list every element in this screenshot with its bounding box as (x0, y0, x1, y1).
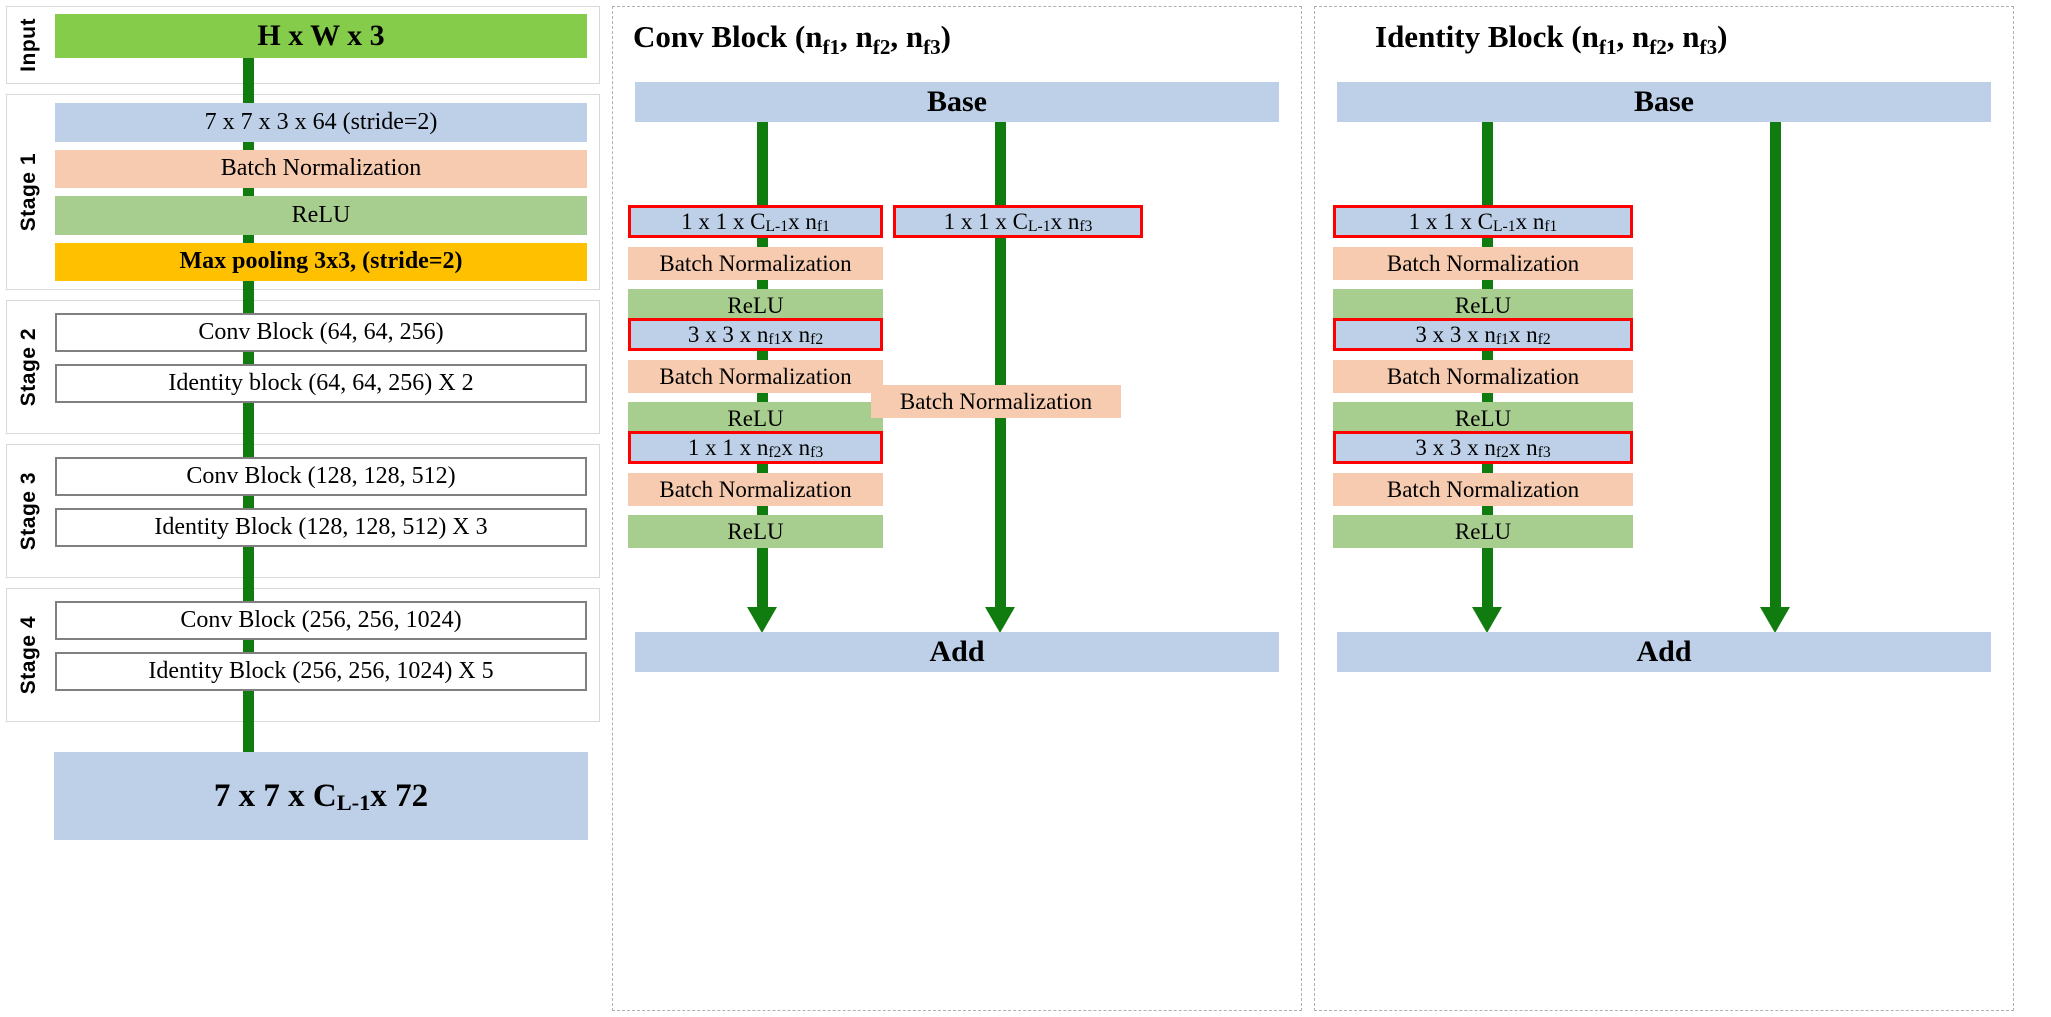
conv-shortcut-branch-arrow-icon (985, 607, 1015, 633)
conv-main-layer-6-relu[interactable]: ReLU (628, 402, 883, 435)
stage-label-stage-4: Stage 4 (17, 615, 40, 695)
layer-relu[interactable]: ReLU (55, 196, 587, 235)
conv-shortcut-layer-2-batchnorm[interactable]: Batch Normalization (871, 385, 1121, 418)
stage-body-stage-4: Conv Block (256, 256, 1024) Identity Blo… (51, 589, 599, 721)
backbone-column: Input H x W x 3 Stage 1 7 x 7 x 3 x 64 (… (0, 0, 600, 840)
stage-group-stage-4: Stage 4 Conv Block (256, 256, 1024) Iden… (6, 588, 600, 722)
layer-conv7x7[interactable]: 7 x 7 x 3 x 64 (stride=2) (55, 103, 587, 142)
stage-body-input: H x W x 3 (51, 7, 599, 83)
identity-main-branch-line-bottom (1482, 537, 1493, 617)
stage2-identity-block[interactable]: Identity block (64, 64, 256) X 2 (55, 364, 587, 403)
stage-label-stage-3: Stage 3 (17, 471, 40, 551)
stage4-conv-block[interactable]: Conv Block (256, 256, 1024) (55, 601, 587, 640)
input-block[interactable]: H x W x 3 (55, 14, 587, 58)
identity-block-title: Identity Block (nf1, nf2, nf3) (1375, 19, 1728, 59)
stage-label-input: Input (17, 18, 40, 72)
conv-main-layer-3-relu[interactable]: ReLU (628, 289, 883, 322)
flow-spine-stage1 (243, 96, 254, 292)
identity-main-branch-arrow-icon (1472, 607, 1502, 633)
conv-main-branch-line-bottom (757, 537, 768, 617)
identity-shortcut-branch-arrow-icon (1760, 607, 1790, 633)
conv-main-branch-arrow-icon (747, 607, 777, 633)
conv-main-layer-8-batchnorm[interactable]: Batch Normalization (628, 473, 883, 506)
layer-max-pooling[interactable]: Max pooling 3x3, (stride=2) (55, 242, 587, 281)
conv-block-panel: Conv Block (nf1, nf2, nf3) Base 1 x 1 x … (612, 6, 1302, 1011)
conv-main-layer-9-relu[interactable]: ReLU (628, 515, 883, 548)
identity-main-branch-line-top (1482, 95, 1493, 220)
stage-group-stage-3: Stage 3 Conv Block (128, 128, 512) Ident… (6, 444, 600, 578)
stage3-identity-block[interactable]: Identity Block (128, 128, 512) X 3 (55, 508, 587, 547)
output-prefix: 7 x 7 x C (213, 777, 337, 814)
output-suffix: x 72 (370, 777, 429, 814)
conv-main-layer-5-batchnorm[interactable]: Batch Normalization (628, 360, 883, 393)
conv-main-layer-2-batchnorm[interactable]: Batch Normalization (628, 247, 883, 280)
stage-label-stage-1: Stage 1 (17, 152, 40, 232)
identity-add-bar[interactable]: Add (1337, 632, 1991, 672)
identity-main-layer-8-batchnorm[interactable]: Batch Normalization (1333, 473, 1633, 506)
flow-spine-stage4 (243, 636, 254, 778)
conv-shortcut-branch-line-mid (995, 220, 1006, 400)
stage-group-stage-1: Stage 1 7 x 7 x 3 x 64 (stride=2) Batch … (6, 94, 600, 290)
flow-spine-stage3 (243, 476, 254, 618)
identity-base-bar[interactable]: Base (1337, 82, 1991, 122)
identity-main-layer-9-relu[interactable]: ReLU (1333, 515, 1633, 548)
identity-main-layer-6-relu[interactable]: ReLU (1333, 402, 1633, 435)
identity-main-layer-2-batchnorm[interactable]: Batch Normalization (1333, 247, 1633, 280)
stage-body-stage-3: Conv Block (128, 128, 512) Identity Bloc… (51, 445, 599, 577)
output-subscript: L-1 (336, 790, 371, 816)
stage-body-stage-2: Conv Block (64, 64, 256) Identity block … (51, 301, 599, 433)
identity-shortcut-branch-line (1770, 95, 1781, 617)
conv-base-bar[interactable]: Base (635, 82, 1279, 122)
stage-label-stage-2: Stage 2 (17, 327, 40, 407)
stage-group-input: Input H x W x 3 (6, 6, 600, 84)
stage-body-stage-1: 7 x 7 x 3 x 64 (stride=2) Batch Normaliz… (51, 95, 599, 289)
identity-block-panel: Identity Block (nf1, nf2, nf3) Base 1 x … (1314, 6, 2014, 1011)
conv-shortcut-branch-line-bottom (995, 397, 1006, 617)
stage-group-stage-2: Stage 2 Conv Block (64, 64, 256) Identit… (6, 300, 600, 434)
flow-spine-stage1-2 (243, 288, 254, 324)
identity-main-layer-5-batchnorm[interactable]: Batch Normalization (1333, 360, 1633, 393)
conv-block-title: Conv Block (nf1, nf2, nf3) (633, 19, 951, 59)
layer-batch-norm[interactable]: Batch Normalization (55, 149, 587, 188)
stage2-conv-block[interactable]: Conv Block (64, 64, 256) (55, 313, 587, 352)
flow-spine-input (243, 48, 254, 96)
stage4-identity-block[interactable]: Identity Block (256, 256, 1024) X 5 (55, 652, 587, 691)
conv-add-bar[interactable]: Add (635, 632, 1279, 672)
stage3-conv-block[interactable]: Conv Block (128, 128, 512) (55, 457, 587, 496)
conv-shortcut-branch-line-top (995, 95, 1006, 220)
conv-main-branch-line-top (757, 95, 768, 220)
identity-main-layer-3-relu[interactable]: ReLU (1333, 289, 1633, 322)
